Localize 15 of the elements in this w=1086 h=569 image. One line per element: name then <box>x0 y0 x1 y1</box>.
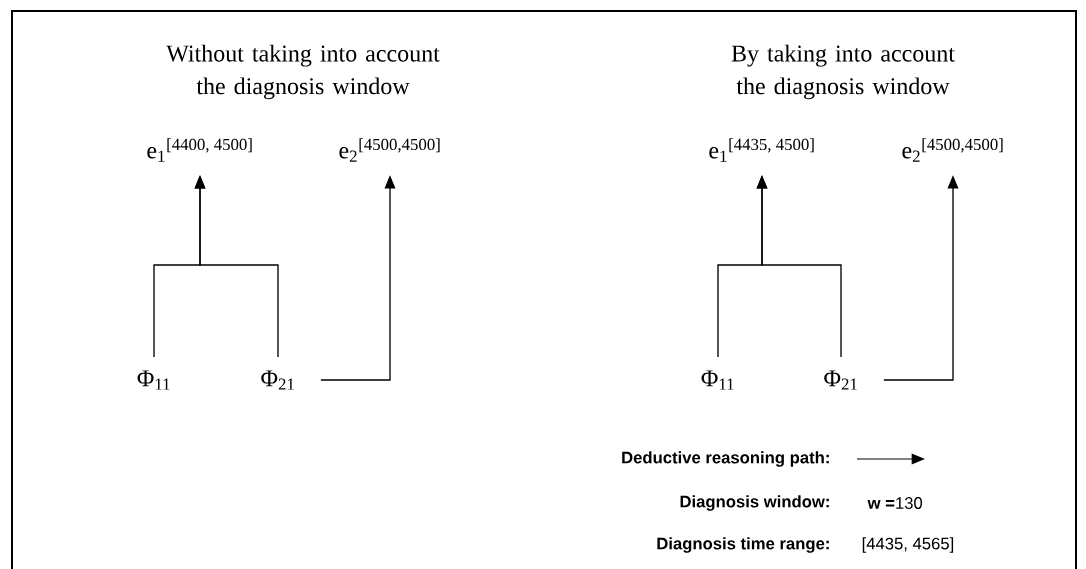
symbol-label: Φ$_{11}$ <box>137 370 170 390</box>
legend-label: Deductive reasoning path: <box>622 451 829 467</box>
symbol-label: Φ$_{11}$ <box>701 370 734 390</box>
field-label: Diagnosis window: <box>680 495 829 511</box>
event-label: e$_{1}$[4400, 4500] <box>147 138 252 162</box>
event-label: e$_{1}$[4435, 4500] <box>709 138 814 162</box>
symbol-label: Φ$_{21}$ <box>261 370 294 390</box>
value-text: w =130 <box>867 497 923 509</box>
symbol-label: Φ$_{21}$ <box>824 370 857 390</box>
heading: By taking into account the diagnosis window <box>731 44 955 100</box>
field-label: Diagnosis time range: <box>657 537 829 553</box>
event-label: e$_{2}$[4500,4500] <box>339 138 440 162</box>
event-label: e$_{2}$[4500,4500] <box>902 138 1003 162</box>
value-text: [4435, 4565] <box>862 537 954 553</box>
heading: Without taking into account the diagnosis window <box>166 44 440 100</box>
